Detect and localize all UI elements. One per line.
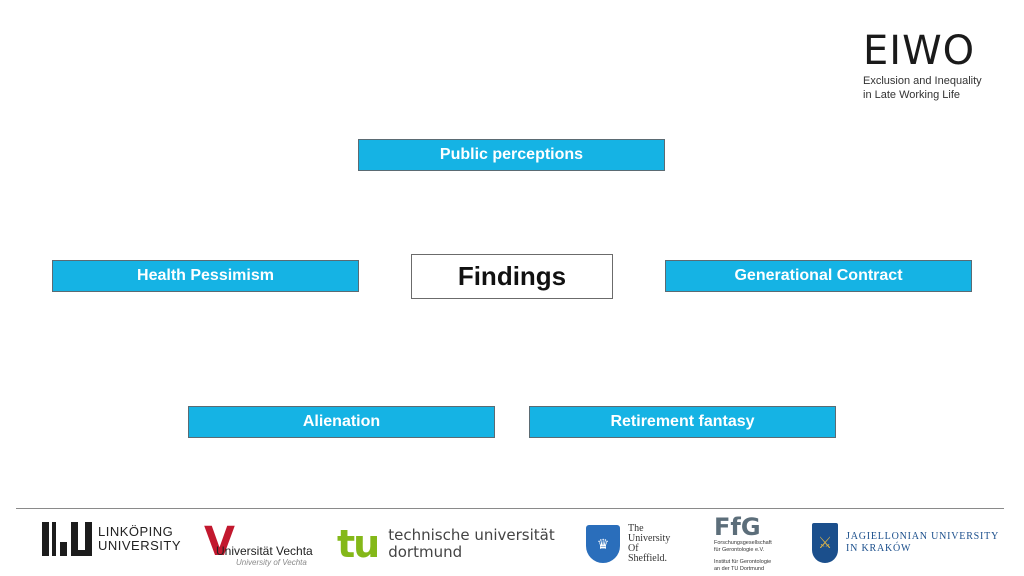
eiwo-logo-mark: EIWO xyxy=(863,28,976,74)
ffg-line1: Forschungsgesellschaft xyxy=(714,540,772,546)
sheffield-line2: University xyxy=(628,533,671,544)
ffg-mark: FfG xyxy=(714,513,761,541)
sheffield-line3: Of xyxy=(628,543,639,554)
ffg-line2: für Gerontologie e.V. xyxy=(714,546,765,553)
jagiellonian-line1: JAGIELLONIAN UNIVERSITY xyxy=(846,531,1000,542)
alienation-box: Alienation xyxy=(188,406,495,438)
tu-mark-icon: tu xyxy=(337,522,380,566)
findings-box: Findings xyxy=(411,254,613,299)
tu-line1: technische universität xyxy=(388,526,555,544)
ffg-line3: Institut für Gerontologie xyxy=(714,559,772,565)
health-pessimism-box: Health Pessimism xyxy=(52,260,359,292)
health-pessimism-label: Health Pessimism xyxy=(137,267,274,284)
sheffield-line1: The xyxy=(628,523,644,534)
eiwo-logo-line2: in Late Working Life xyxy=(863,89,961,101)
sheffield-line4: Sheffield. xyxy=(628,553,667,564)
jagiellonian-logo: ⚔ JAGIELLONIAN UNIVERSITY IN KRAKÓW xyxy=(812,521,999,565)
vechta-logo: V Universität Vechta University of Vecht… xyxy=(204,519,313,568)
vechta-v-icon: V xyxy=(204,519,235,565)
ffg-line4: an der TU Dortmund xyxy=(714,565,765,572)
retirement-fantasy-box: Retirement fantasy xyxy=(529,406,836,438)
jagiellonian-line2: IN KRAKÓW xyxy=(846,543,912,554)
tu-line2: dortmund xyxy=(388,543,463,561)
sheffield-logo: ♛ The University Of Sheffield. xyxy=(586,522,670,566)
linkoping-line2: UNIVERSITY xyxy=(98,538,182,553)
generational-contract-label: Generational Contract xyxy=(734,267,903,284)
linkoping-university-logo: LINKÖPING UNIVERSITY xyxy=(42,520,181,558)
sheffield-shield-icon: ♛ xyxy=(586,525,620,563)
footer-divider xyxy=(16,508,1004,509)
ffg-logo: FfG Forschungsgesellschaft für Gerontolo… xyxy=(714,514,784,572)
jagiellonian-crest-icon: ⚔ xyxy=(812,523,838,563)
linkoping-mark-icon xyxy=(42,522,92,556)
public-perceptions-box: Public perceptions xyxy=(358,139,665,171)
tu-dortmund-logo: tu technische universität dortmund xyxy=(337,524,555,564)
vechta-name: Universität Vechta xyxy=(216,544,313,558)
retirement-fantasy-label: Retirement fantasy xyxy=(610,413,755,430)
alienation-label: Alienation xyxy=(302,413,381,430)
public-perceptions-label: Public perceptions xyxy=(439,146,584,163)
linkoping-line1: LINKÖPING xyxy=(98,524,174,539)
eiwo-logo: EIWO Exclusion and Inequality in Late Wo… xyxy=(863,30,1003,102)
generational-contract-box: Generational Contract xyxy=(665,260,972,292)
eiwo-logo-line1: Exclusion and Inequality xyxy=(863,75,982,87)
findings-label: Findings xyxy=(457,261,567,291)
vechta-tagline: University of Vechta xyxy=(236,558,307,567)
